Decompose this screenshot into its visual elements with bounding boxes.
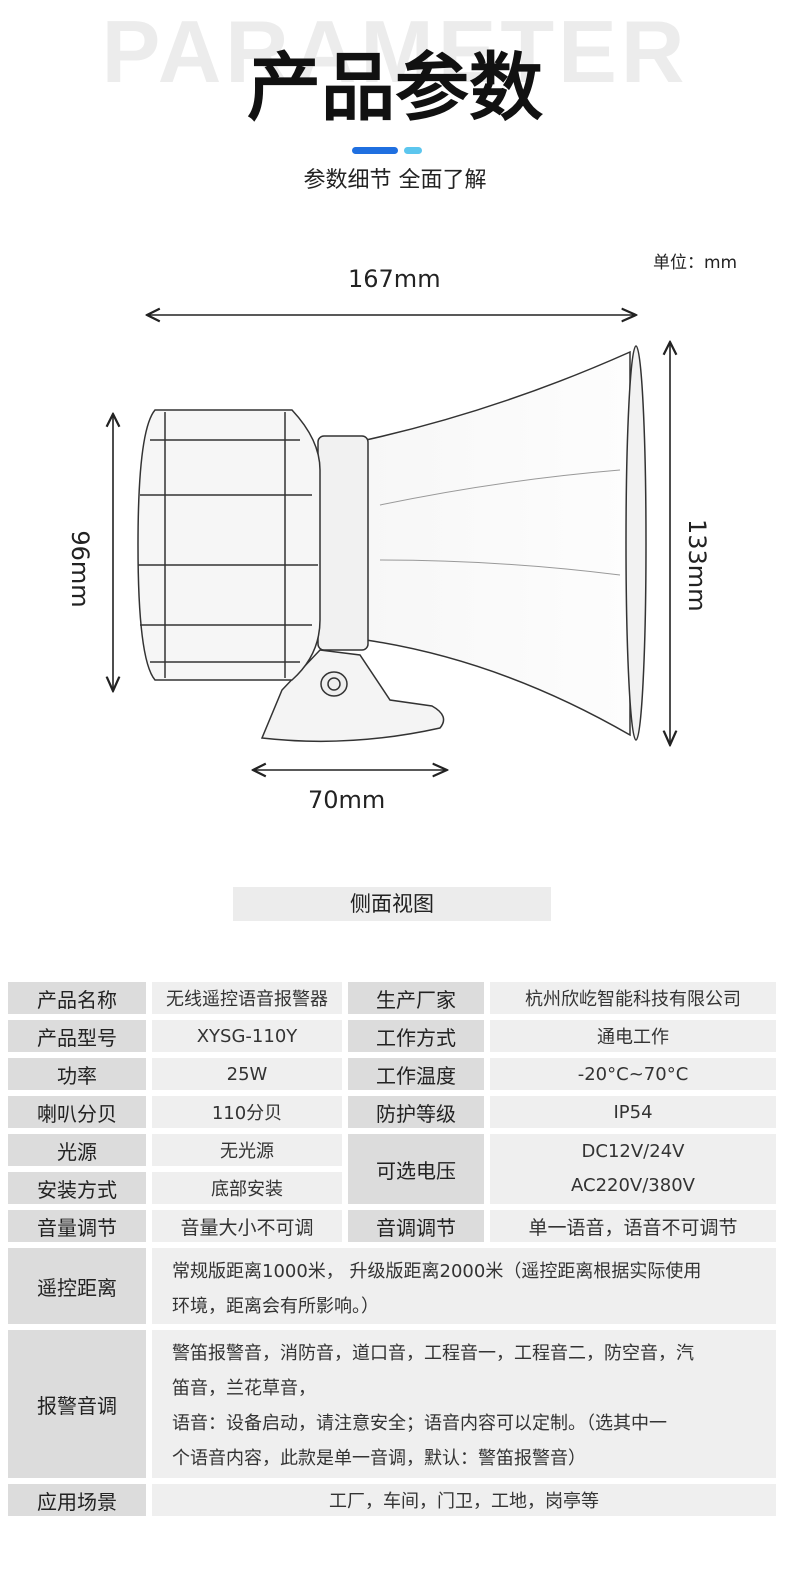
table-row-group: 光源 无光源 安装方式 底部安装 可选电压 DC12V/24V AC220V/3… (8, 1134, 776, 1204)
table-row: 功率 25W 工作温度 -20°C~70°C (8, 1058, 776, 1090)
spec-label: 安装方式 (8, 1172, 146, 1204)
spec-label: 生产厂家 (348, 982, 484, 1014)
spec-text-line: 常规版距离1000米， 升级版距离2000米（遥控距离根据实际使用 (172, 1261, 702, 1282)
spec-label: 遥控距离 (8, 1248, 146, 1324)
dimension-label-right-height: 133mm (683, 519, 711, 612)
spec-value: -20°C~70°C (490, 1058, 776, 1090)
spec-label: 产品名称 (8, 982, 146, 1014)
spec-text-line: 笛音，兰花草音， (172, 1378, 316, 1399)
voltage-option-dc: DC12V/24V (581, 1141, 685, 1162)
page-title: 产品参数 (247, 45, 543, 131)
spec-value: 单一语音，语音不可调节 (490, 1210, 776, 1242)
accent-bar-blue (352, 147, 398, 154)
table-row: 音量调节 音量大小不可调 音调调节 单一语音，语音不可调节 (8, 1210, 776, 1242)
dimension-label-left-height: 96mm (66, 530, 94, 608)
spec-label: 工作温度 (348, 1058, 484, 1090)
accent-bar-cyan (404, 147, 422, 154)
table-row: 遥控距离 常规版距离1000米， 升级版距离2000米（遥控距离根据实际使用 环… (8, 1248, 776, 1324)
page-subtitle: 参数细节 全面了解 (303, 168, 487, 193)
spec-value: 25W (152, 1058, 342, 1090)
unit-label: 单位：mm (653, 253, 738, 273)
table-row: 产品名称 无线遥控语音报警器 生产厂家 杭州欣屹智能科技有限公司 (8, 982, 776, 1014)
spec-value: 110分贝 (152, 1096, 342, 1128)
spec-label: 音量调节 (8, 1210, 146, 1242)
background-watermark-text: PARAMETER (101, 2, 689, 101)
diagram-caption: 侧面视图 (233, 887, 551, 921)
spec-value: 常规版距离1000米， 升级版距离2000米（遥控距离根据实际使用 环境，距离会… (152, 1248, 776, 1324)
spec-value: 音量大小不可调 (152, 1210, 342, 1242)
spec-label: 防护等级 (348, 1096, 484, 1128)
spec-value: 警笛报警音，消防音，道口音，工程音一，工程音二，防空音，汽 笛音，兰花草音， 语… (152, 1330, 776, 1478)
spec-value: 无线遥控语音报警器 (152, 982, 342, 1014)
spec-label: 产品型号 (8, 1020, 146, 1052)
spec-label: 可选电压 (348, 1134, 484, 1204)
spec-value: 杭州欣屹智能科技有限公司 (490, 982, 776, 1014)
spec-text-line: 语音：设备启动，请注意安全；语音内容可以定制。（选其中一 (172, 1413, 667, 1434)
spec-value: IP54 (490, 1096, 776, 1128)
dimension-label-base: 70mm (308, 786, 386, 814)
spec-label: 喇叭分贝 (8, 1096, 146, 1128)
spec-value: DC12V/24V AC220V/380V (490, 1134, 776, 1204)
spec-value: 工厂，车间，门卫，工地，岗亭等 (152, 1484, 776, 1516)
spec-label: 应用场景 (8, 1484, 146, 1516)
spec-label: 光源 (8, 1134, 146, 1166)
spec-value: 底部安装 (152, 1172, 342, 1204)
spec-text-line: 环境，距离会有所影响。） (172, 1296, 379, 1317)
spec-value: 无光源 (152, 1134, 342, 1166)
spec-value: XYSG-110Y (152, 1020, 342, 1052)
spec-label: 工作方式 (348, 1020, 484, 1052)
table-row: 喇叭分贝 110分贝 防护等级 IP54 (8, 1096, 776, 1128)
table-row: 报警音调 警笛报警音，消防音，道口音，工程音一，工程音二，防空音，汽 笛音，兰花… (8, 1330, 776, 1478)
spec-label: 音调调节 (348, 1210, 484, 1242)
dimension-label-width: 167mm (348, 265, 441, 293)
siren-side-view-diagram (0, 0, 790, 880)
siren-body-icon (137, 345, 647, 743)
table-row: 应用场景 工厂，车间，门卫，工地，岗亭等 (8, 1484, 776, 1516)
spec-table: 产品名称 无线遥控语音报警器 生产厂家 杭州欣屹智能科技有限公司 产品型号 XY… (8, 982, 776, 1522)
spec-label: 报警音调 (8, 1330, 146, 1478)
spec-text-line: 个语音内容，此款是单一音调，默认：警笛报警音） (172, 1448, 586, 1469)
spec-text-line: 警笛报警音，消防音，道口音，工程音一，工程音二，防空音，汽 (172, 1343, 694, 1364)
spec-value: 通电工作 (490, 1020, 776, 1052)
voltage-option-ac: AC220V/380V (571, 1175, 695, 1196)
table-row: 产品型号 XYSG-110Y 工作方式 通电工作 (8, 1020, 776, 1052)
spec-label: 功率 (8, 1058, 146, 1090)
